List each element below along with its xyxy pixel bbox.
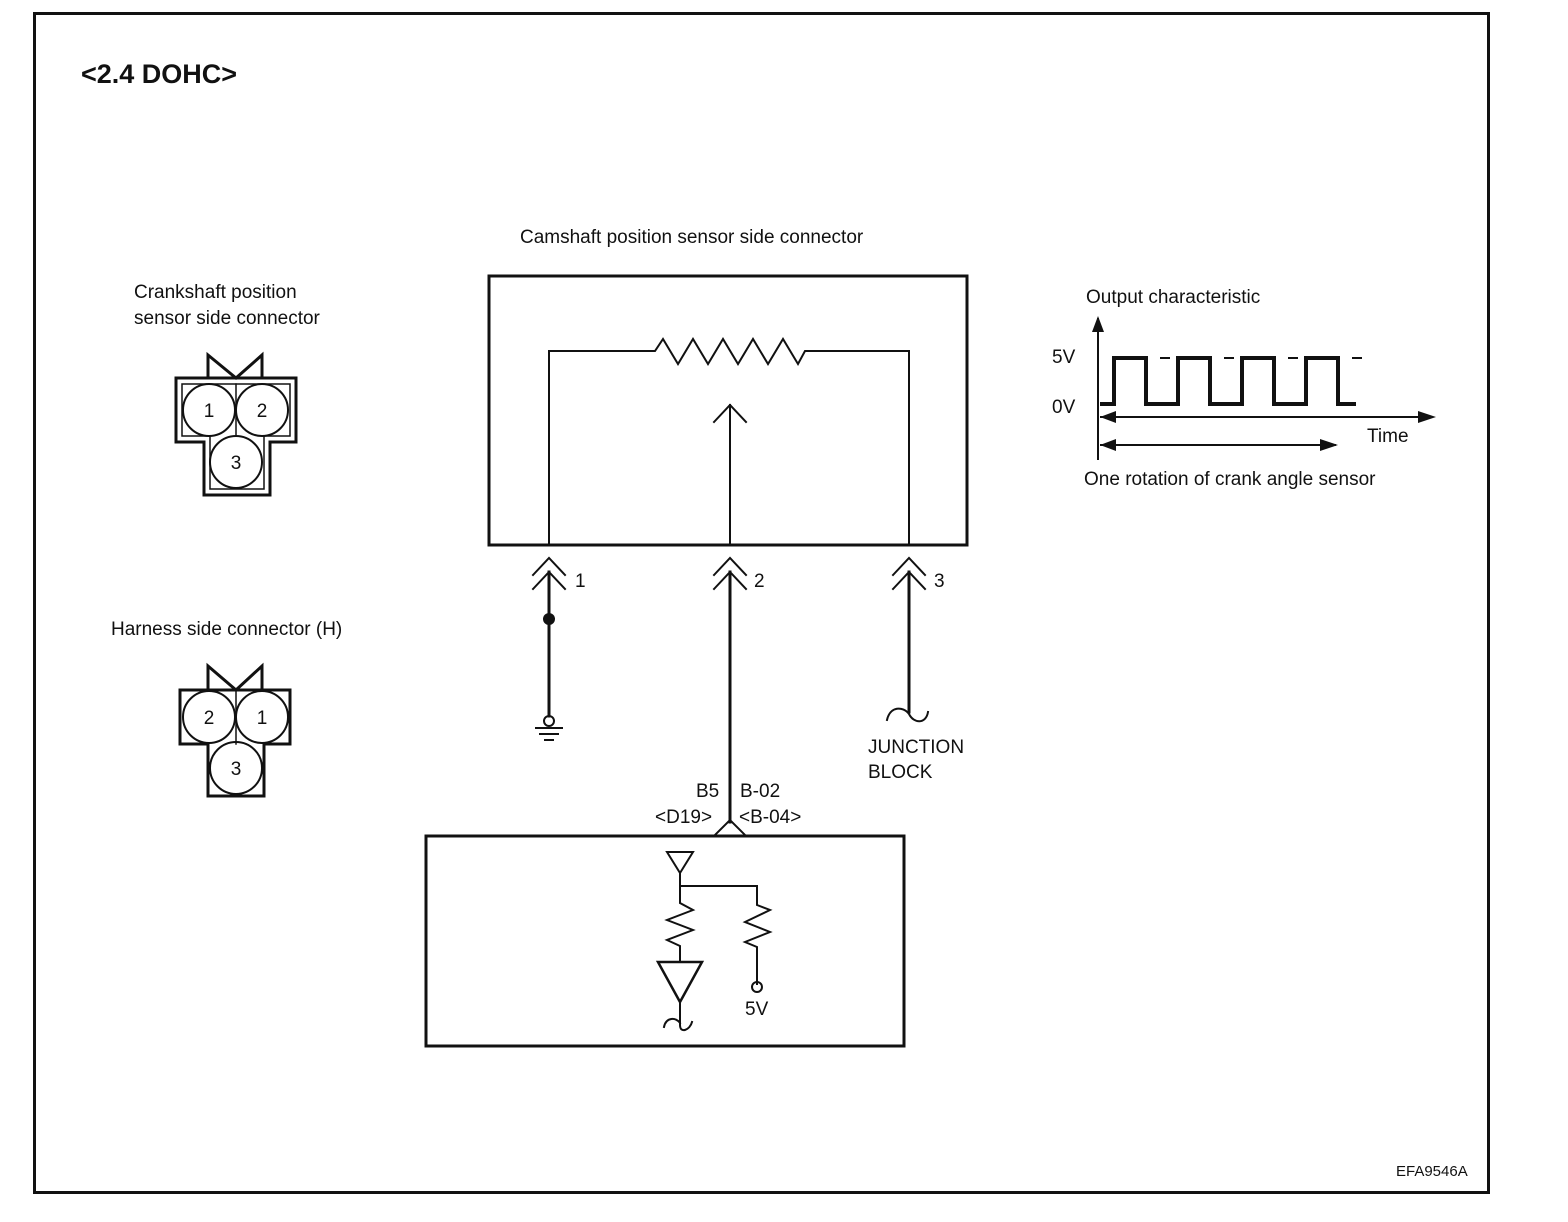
splice-dot-icon <box>543 613 555 625</box>
ground-icon <box>535 715 563 741</box>
ecm-pin-right: B-02 <box>740 781 781 802</box>
chart-ytick-5v: 5V <box>1052 347 1076 368</box>
chart-y-axis-arrow-icon <box>1092 316 1104 332</box>
ecm-connector-chevron-icon <box>712 818 748 838</box>
chart-ytick-0v: 0V <box>1052 397 1076 418</box>
harness-connector <box>178 662 292 798</box>
ecm-ground-tilde-icon-2 <box>662 1017 682 1029</box>
harness-pin-1-label: 1 <box>257 708 268 729</box>
harness-connector-key <box>206 662 264 693</box>
crankshaft-pin-2-label: 2 <box>257 401 268 422</box>
crankshaft-connector-label-line1: Crankshaft position <box>134 282 297 303</box>
harness-connector-outline <box>178 688 292 798</box>
terminal-3-chevron-icon <box>891 556 927 577</box>
camshaft-sensor-box <box>487 274 969 547</box>
crankshaft-pin-2 <box>235 383 289 437</box>
chart-x-axis-arrow-left-icon <box>1100 411 1116 423</box>
sensor-resistor <box>548 337 910 546</box>
sensor-wiper-arrow-icon <box>712 403 748 424</box>
chart-waveform <box>1100 356 1356 406</box>
junction-block-line2: BLOCK <box>868 762 933 783</box>
harness-pin-1 <box>235 690 289 744</box>
chart-square-wave <box>1100 356 1356 406</box>
harness-connector-label: Harness side connector (H) <box>111 619 343 640</box>
ecm-supply-label: 5V <box>745 999 769 1020</box>
junction-block-label: JUNCTION BLOCK <box>868 738 964 782</box>
ecm-comparator-icon <box>655 960 705 1005</box>
crankshaft-connector <box>174 351 298 497</box>
crankshaft-connector-label: Crankshaft position sensor side connecto… <box>134 280 320 332</box>
terminal-2-chevron-icon <box>712 556 748 577</box>
output-characteristic-chart <box>1092 316 1436 460</box>
terminal-3-label: 3 <box>934 571 945 592</box>
crankshaft-connector-label-line2: sensor side connector <box>134 308 320 329</box>
terminal-labels: 1 2 3 <box>575 571 945 592</box>
crankshaft-connector-key <box>206 351 264 380</box>
crankshaft-pin-3 <box>209 435 263 489</box>
supply-terminal-icon <box>751 981 763 993</box>
chart-rotation-arrow-left-icon <box>1100 439 1116 451</box>
ecm-connector-right: <B-04> <box>739 807 802 828</box>
page-title: <2.4 DOHC> <box>81 59 238 89</box>
crankshaft-connector-inner <box>181 383 291 490</box>
chart-x-axis-arrow-right-icon <box>1418 411 1436 423</box>
camshaft-connector-label: Camshaft position sensor side connector <box>520 227 864 248</box>
pulldown-resistor <box>664 885 696 963</box>
junction-block-line1: JUNCTION <box>868 737 965 758</box>
crankshaft-pin-1-label: 1 <box>204 401 215 422</box>
ecm-input-buffer-icon <box>665 851 695 875</box>
ecm-connector-left: <D19> <box>655 807 713 828</box>
harness-pin-3-label: 3 <box>231 759 242 780</box>
diagram-frame <box>33 12 1490 1194</box>
chart-caption: One rotation of crank angle sensor <box>1084 469 1376 490</box>
ecm-box <box>424 834 906 1048</box>
pullup-resistor <box>679 872 773 985</box>
connector-pin-labels: 1 2 3 2 1 3 <box>204 401 268 780</box>
chart-rotation-arrow-right-icon <box>1320 439 1338 451</box>
crankshaft-connector-outline <box>174 376 298 497</box>
junction-block-tilde-icon <box>885 707 930 723</box>
ecm-pin-left: B5 <box>696 781 720 802</box>
harness-pin-3 <box>209 741 263 795</box>
chart-xlabel: Time <box>1367 426 1409 447</box>
terminal-1-label: 1 <box>575 571 586 592</box>
harness-pin-2-label: 2 <box>204 708 215 729</box>
crankshaft-pin-3-label: 3 <box>231 453 242 474</box>
ecm-ground-tilde-icon <box>679 1001 694 1032</box>
terminal-1-chevron-icon <box>531 556 567 577</box>
figure-id: EFA9546A <box>1396 1163 1468 1180</box>
output-characteristic-title: Output characteristic <box>1086 287 1261 308</box>
terminal-chevrons <box>531 556 927 591</box>
terminal-2-label: 2 <box>754 571 765 592</box>
